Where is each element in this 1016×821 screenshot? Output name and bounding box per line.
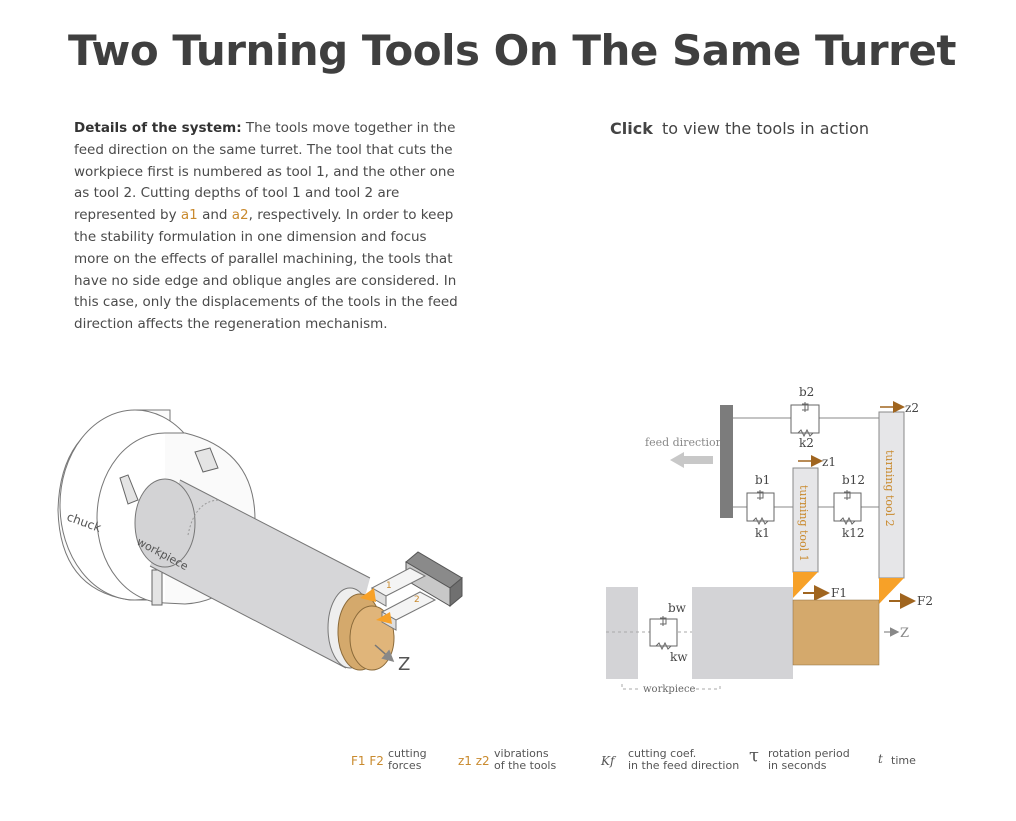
- legend-vibrations-symbol: z1 z2: [458, 754, 490, 768]
- F2-label: F2: [917, 594, 933, 608]
- tool2-tip-iso: [376, 612, 392, 624]
- legend-cutting-coef-text: cutting coef.in the feed direction: [628, 747, 740, 772]
- z-axis-label: Z: [398, 654, 410, 675]
- click-button[interactable]: Click: [610, 119, 653, 138]
- tool2-mark-iso: 2: [414, 595, 420, 605]
- kw-label: kw: [670, 650, 688, 664]
- tool-turret: 1 2: [360, 551, 463, 631]
- b2-label: b2: [799, 385, 814, 399]
- k2-label: k2: [799, 436, 814, 450]
- legend-cutting-coef-symbol: Kf: [601, 754, 615, 768]
- workpiece-cylinder: workpiece Z: [134, 478, 410, 675]
- F1-label: F1: [831, 586, 847, 600]
- depth-a1-label: a1: [180, 207, 198, 224]
- description-text-3: , respectively. In order to keep the sta…: [74, 207, 458, 333]
- workpiece-cut-region: [792, 599, 880, 666]
- tool2-tip: [879, 578, 904, 604]
- action-prompt-text: to view the tools in action: [661, 119, 869, 138]
- legend-time-text: time: [891, 754, 916, 767]
- z1-label: z1: [822, 455, 836, 469]
- depth-a2-label: a2: [231, 207, 249, 224]
- k12-label: k12: [842, 526, 865, 540]
- system-description: Details of the system: The tools move to…: [74, 118, 462, 336]
- feed-direction-arrow: [670, 452, 713, 468]
- workpiece-body: [692, 587, 793, 679]
- bw-label: bw: [668, 601, 687, 615]
- turret-bar: [720, 405, 733, 518]
- b1-label: b1: [755, 473, 770, 487]
- legend-forces-symbol: F1 F2: [351, 754, 384, 768]
- description-text-1: The tools move together in the feed dire…: [74, 120, 456, 224]
- turning-tool-2: [878, 411, 905, 579]
- tool1-tip-iso: [360, 588, 376, 602]
- legend-time-symbol: t: [878, 752, 883, 766]
- action-prompt: Click to view the tools in action: [610, 119, 869, 138]
- tool1-tip: [793, 572, 818, 598]
- spring-damper-12: [833, 492, 862, 522]
- Z-label: Z: [900, 626, 909, 641]
- description-heading: Details of the system:: [74, 120, 242, 136]
- workpiece-support: [606, 587, 638, 679]
- lathe-illustration[interactable]: chuck workpiece Z: [57, 409, 463, 675]
- schematic-diagram: feed direction b2 k2 b1 k1 b12 k12 turni…: [606, 385, 933, 695]
- page-title: Two Turning Tools On The Same Turret: [68, 26, 956, 75]
- tool1-mark-iso: 1: [386, 581, 392, 591]
- z2-label: z2: [905, 401, 919, 415]
- tool2-label: turning tool 2: [883, 450, 896, 527]
- description-text-2: and: [197, 207, 232, 224]
- k1-label: k1: [755, 526, 770, 540]
- legend-rotation-period-symbol: τ: [749, 745, 759, 766]
- tool1-label: turning tool 1: [797, 485, 810, 562]
- feed-direction-label: feed direction: [645, 436, 723, 449]
- b12-label: b12: [842, 473, 865, 487]
- workpiece-schematic-label: workpiece: [643, 684, 696, 695]
